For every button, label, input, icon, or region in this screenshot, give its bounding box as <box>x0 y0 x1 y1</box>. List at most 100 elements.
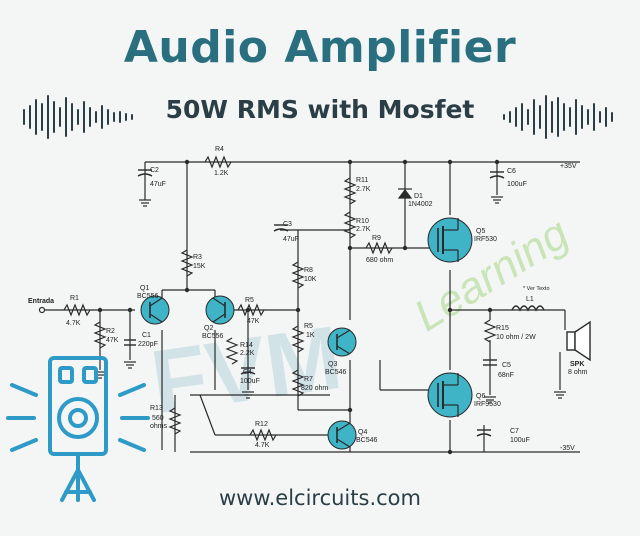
c1-label: C1 <box>142 332 151 339</box>
r5a-label: R5 <box>245 297 254 304</box>
r13-value-1: 560 <box>152 415 164 422</box>
resistor-r10 <box>343 211 357 239</box>
r12-value: 4.7K <box>255 442 270 449</box>
l1-label: L1 <box>526 296 534 303</box>
resistor-r15 <box>483 319 497 343</box>
spk-label: SPK <box>570 361 584 368</box>
d1-label: D1 <box>414 193 423 200</box>
page-subtitle: 50W RMS with Mosfet <box>165 95 475 124</box>
r5a-value: 47K <box>247 318 260 325</box>
r9-label: R9 <box>372 235 381 242</box>
q1-value: BC556 <box>137 293 159 300</box>
mosfet-q5 <box>427 217 473 263</box>
diode-d1 <box>397 188 413 199</box>
r13-label: R13 <box>150 405 163 412</box>
r14-label: R14 <box>240 342 253 349</box>
r2-value: 47K <box>106 337 119 344</box>
sound-wave-icon <box>23 95 133 139</box>
c5-label: C5 <box>502 362 511 369</box>
mosfet-q6 <box>427 372 473 418</box>
r15-label: R15 <box>496 325 509 332</box>
resistor-r13 <box>168 407 182 435</box>
r1-label: R1 <box>70 295 79 302</box>
q3-label: Q3 <box>328 361 337 368</box>
resistor-r11 <box>343 177 357 205</box>
sound-wave-icon <box>503 95 613 139</box>
q2-value: BC556 <box>202 333 224 340</box>
junction-dots <box>97 159 500 455</box>
r11-value: 2.7K <box>356 186 371 193</box>
r3-value: 15K <box>193 263 206 270</box>
speaker-icon <box>6 356 150 502</box>
c7-value: 100uF <box>510 437 530 444</box>
q5-label: Q5 <box>476 228 485 235</box>
r4-label: R4 <box>215 146 224 153</box>
c2-value: 47uF <box>150 181 166 188</box>
rail-positive-label: +35V <box>560 163 577 170</box>
resistor-r3 <box>180 249 194 277</box>
r8-value: 10K <box>304 276 317 283</box>
transistor-q2 <box>205 295 235 325</box>
resistor-r14 <box>225 337 239 365</box>
l1-note: * Ver Texto <box>523 286 550 292</box>
c6-label: C6 <box>507 168 516 175</box>
ground-symbols <box>94 196 566 404</box>
r9-value: 680 ohm <box>366 257 393 264</box>
r14-value: 2.2K <box>240 350 255 357</box>
input-label: Entrada <box>28 298 54 305</box>
d1-value: 1N4002 <box>408 201 433 208</box>
c2-label: C2 <box>150 167 159 174</box>
input-terminal <box>38 306 46 314</box>
r5b-value: 1K <box>306 332 315 339</box>
c3-value: 47uF <box>283 236 299 243</box>
c5-value: 68nF <box>498 372 514 379</box>
r7-value: 820 ohm <box>301 385 328 392</box>
resistor-r5a <box>237 303 265 317</box>
resistor-r4 <box>204 155 232 169</box>
resistor-r9 <box>365 241 393 255</box>
r7-label: R7 <box>304 376 313 383</box>
website-url: www.elcircuits.com <box>219 486 421 510</box>
c4-value: 100uF <box>240 378 260 385</box>
q4-value: BC546 <box>356 437 378 444</box>
r15-value: 10 ohm / 2W <box>496 334 536 341</box>
circuit-wires <box>42 161 580 453</box>
transistor-q3 <box>327 327 357 357</box>
q6-label: Q6 <box>476 393 485 400</box>
q1-label: Q1 <box>140 285 149 292</box>
resistor-r7 <box>291 369 305 397</box>
resistor-r5b <box>291 325 305 353</box>
transistor-q4 <box>327 420 357 450</box>
r4-value: 1.2K <box>214 170 229 177</box>
resistor-r8 <box>291 261 305 289</box>
c4-label: C4 <box>243 369 252 376</box>
r8-label: R8 <box>304 267 313 274</box>
c6-value: 100uF <box>507 181 527 188</box>
resistors <box>63 155 497 442</box>
r1-value: 4.7K <box>66 320 81 327</box>
q6-value: IRF9530 <box>474 401 501 408</box>
capacitors <box>124 169 505 437</box>
resistor-r2 <box>93 321 107 349</box>
r10-value: 2.7K <box>356 226 371 233</box>
r10-label: R10 <box>356 218 369 225</box>
q5-value: IRF530 <box>474 236 497 243</box>
r13-value-2: ohms <box>150 423 168 430</box>
q3-value: BC546 <box>325 369 347 376</box>
r12-label: R12 <box>255 421 268 428</box>
r5b-label: R5 <box>304 323 313 330</box>
r2-label: R2 <box>106 328 115 335</box>
r11-label: R11 <box>356 177 368 184</box>
page-title: Audio Amplifier <box>123 22 517 73</box>
transistor-q1 <box>140 295 170 325</box>
rail-negative-label: -35V <box>560 445 575 452</box>
spk-value: 8 ohm <box>568 369 588 376</box>
c1-value: 220pF <box>138 341 158 348</box>
c7-label: C7 <box>510 428 519 435</box>
resistor-r1 <box>63 303 91 317</box>
r3-label: R3 <box>193 254 202 261</box>
inductor-l1 <box>511 305 545 312</box>
q2-label: Q2 <box>204 325 213 332</box>
speaker-symbol <box>566 320 591 362</box>
